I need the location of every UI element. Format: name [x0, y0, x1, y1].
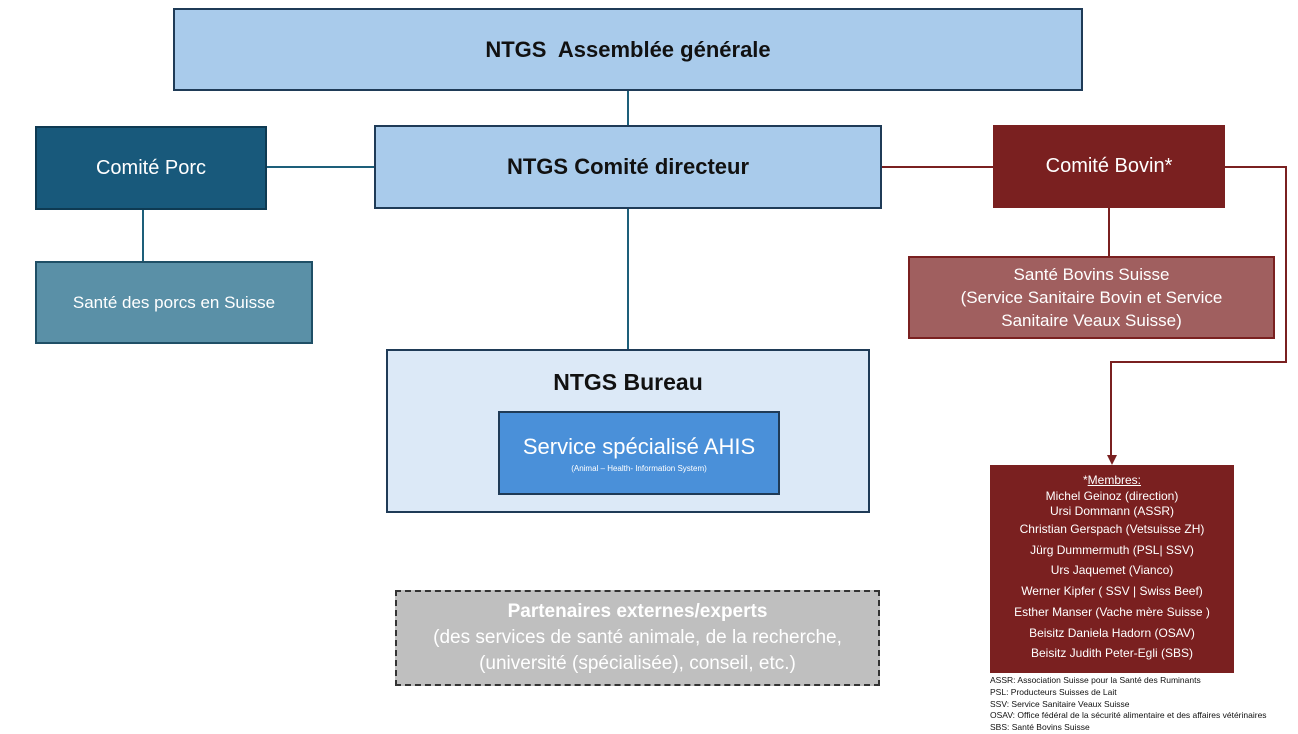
members-box: *Membres: Michel Geinoz (direction) Ursi… [990, 465, 1234, 673]
connector-directorate-bureau [627, 209, 629, 349]
connector-cattle-members-h2 [1110, 361, 1287, 363]
cattle-health-line-3: Sanitaire Veaux Suisse) [1001, 311, 1182, 330]
legend-item: OSAV: Office fédéral de la sécurité alim… [990, 710, 1267, 721]
pig-committee-box: Comité Porc [35, 126, 267, 210]
cattle-committee-label: Comité Bovin* [1045, 155, 1173, 177]
bureau-title: NTGS Bureau [553, 369, 703, 395]
ahis-title: Service spécialisé AHIS [522, 433, 756, 459]
legend-item: SSV: Service Sanitaire Veaux Suisse [990, 698, 1130, 709]
legend-item: SBS: Santé Bovins Suisse [990, 722, 1090, 733]
connector-cattle-members-h1 [1225, 166, 1287, 168]
members-heading: *Membres: [1083, 473, 1141, 488]
pig-committee-label: Comité Porc [95, 156, 207, 179]
member-item: Urs Jaquemet (Vianco) [1050, 563, 1174, 578]
arrowhead [1107, 455, 1117, 465]
connector-cattle-members-v2 [1110, 361, 1112, 457]
member-item: Jürg Dummermuth (PSL| SSV) [1030, 542, 1194, 557]
member-item: Michel Geinoz (direction) [1045, 489, 1179, 503]
assembly-box: NTGS Assemblée générale [173, 8, 1083, 91]
cattle-health-line-1: Santé Bovins Suisse [1013, 265, 1170, 284]
pig-health-box: Santé des porcs en Suisse [35, 261, 313, 344]
members-heading-label: Membres: [1087, 473, 1141, 487]
partners-title: Partenaires externes/experts [507, 601, 768, 622]
partners-line-1: (des services de santé animale, de la re… [433, 627, 842, 648]
member-item: Esther Manser (Vache mère Suisse ) [1014, 604, 1210, 619]
directorate-label: NTGS Comité directeur [506, 154, 750, 179]
partners-box: Partenaires externes/experts (des servic… [395, 590, 880, 686]
cattle-health-box: Santé Bovins Suisse (Service Sanitaire B… [908, 256, 1275, 339]
connector-pig-health [142, 210, 144, 261]
cattle-committee-box: Comité Bovin* [993, 125, 1225, 208]
pig-health-label: Santé des porcs en Suisse [72, 292, 276, 312]
legend-item: PSL: Producteurs Suisses de Lait [990, 686, 1117, 697]
abbreviation-legend: ASSR: Association Suisse pour la Santé d… [990, 675, 1267, 734]
cattle-health-line-2: (Service Sanitaire Bovin et Service [960, 288, 1223, 307]
legend-item: ASSR: Association Suisse pour la Santé d… [990, 675, 1201, 685]
member-item: Werner Kipfer ( SSV | Swiss Beef) [1021, 584, 1203, 599]
connector-assembly-directorate [627, 91, 629, 125]
member-item: Beisitz Daniela Hadorn (OSAV) [1029, 625, 1195, 640]
connector-directorate-pig [267, 166, 374, 168]
member-item: Beisitz Judith Peter-Egli (SBS) [1030, 646, 1194, 661]
partners-line-2: (université (spécialisée), conseil, etc.… [479, 653, 796, 674]
ahis-subtitle: (Animal – Health- Information System) [571, 463, 707, 473]
members-prefix: * [1082, 473, 1088, 487]
directorate-box: NTGS Comité directeur [374, 125, 882, 209]
ahis-box: Service spécialisé AHIS (Animal – Health… [498, 411, 780, 495]
connector-cattle-health [1108, 208, 1110, 256]
connector-directorate-cattle [882, 166, 993, 168]
connector-cattle-members-v1 [1285, 166, 1287, 363]
assembly-label: NTGS Assemblée générale [485, 36, 771, 62]
member-item: Christian Gerspach (Vetsuisse ZH) [1019, 522, 1205, 536]
bureau-box: NTGS Bureau Service spécialisé AHIS (Ani… [386, 349, 870, 513]
member-item: Ursi Dommann (ASSR) [1049, 504, 1175, 518]
